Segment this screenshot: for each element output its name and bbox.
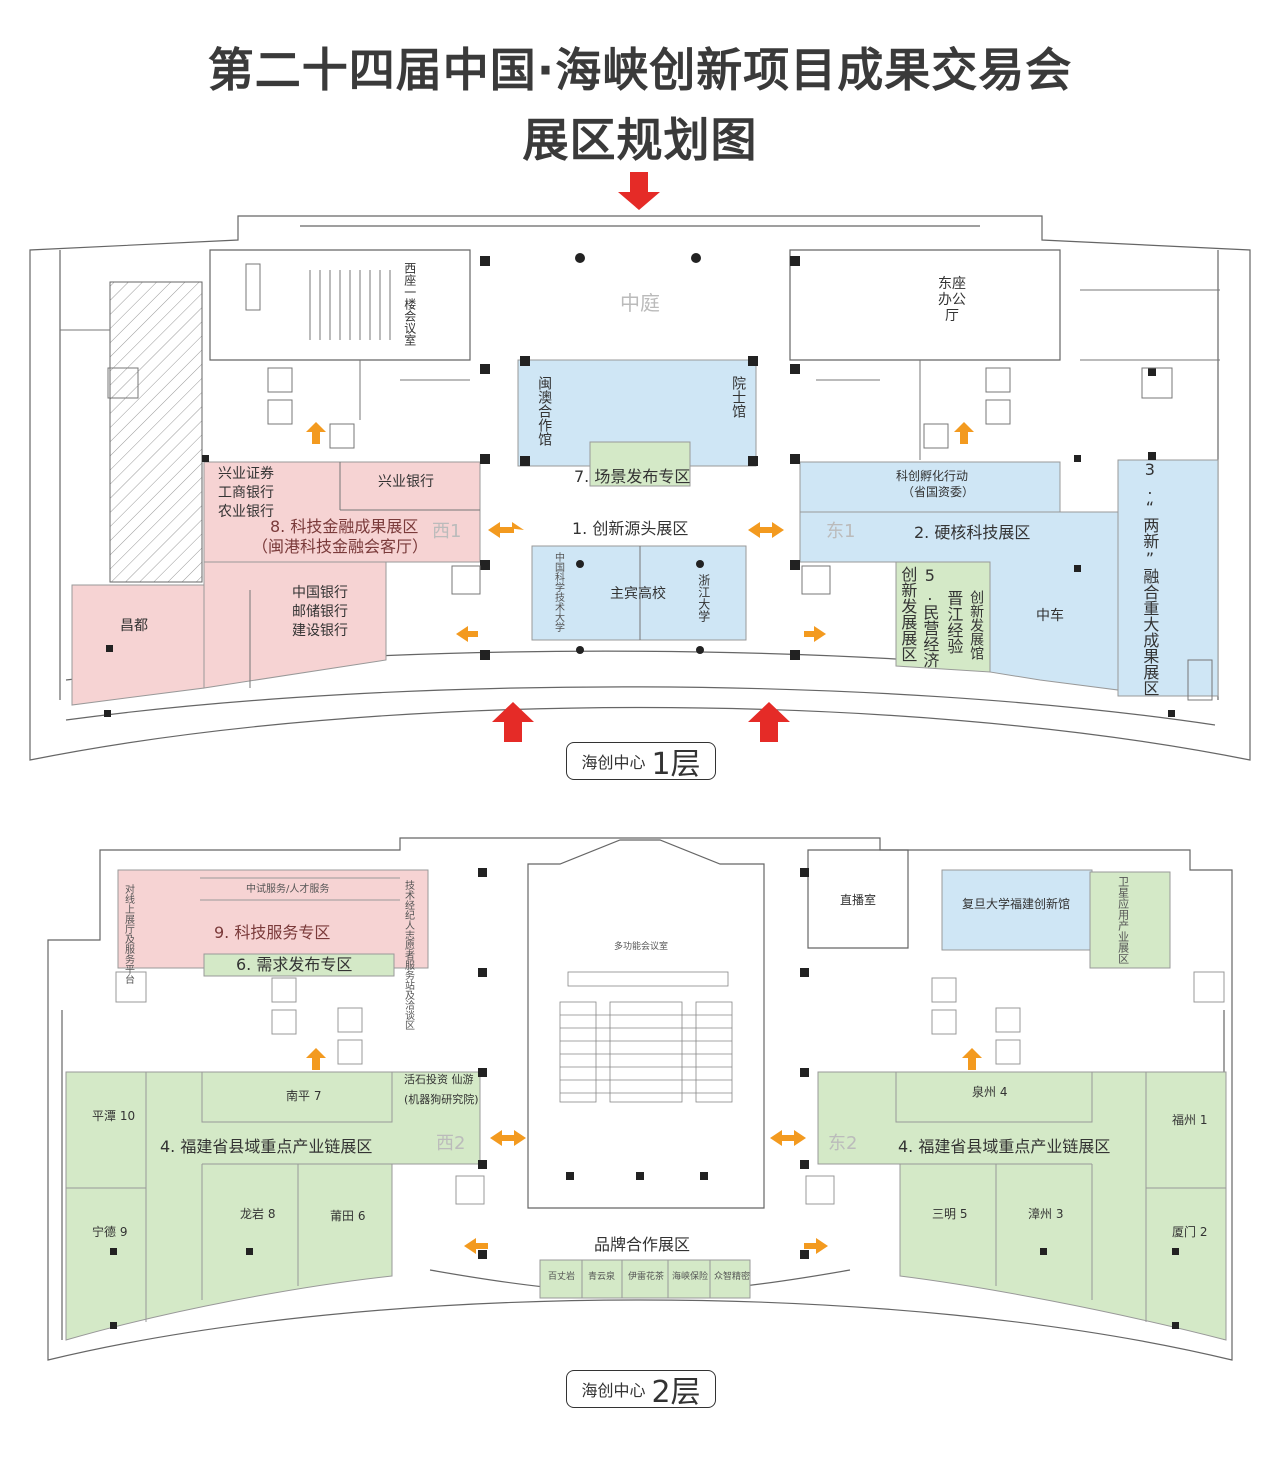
east-chain-zone-label: 4. 福建省县域重点产业链展区: [898, 1137, 1111, 1156]
brand-item-3: 伊雷花茶: [628, 1272, 665, 1282]
boc-label: 中国银行: [292, 585, 348, 601]
zone-pink-tech9: [117, 869, 429, 969]
ustc-label: 中国科学技术大学: [552, 552, 564, 632]
innovation-dev-zone-label: 创新发展展区: [898, 566, 918, 662]
zone-green-satellite: [1089, 871, 1171, 969]
multi-function-room-label: 多功能会议室: [614, 942, 669, 952]
huoshi-label: 活石投资 仙游: [404, 1073, 474, 1086]
floor2-badge: 海创中心 2层: [566, 1370, 716, 1410]
west-meeting-label: 西座一楼会议室: [402, 262, 417, 346]
zone-blue-fudan: [941, 869, 1093, 951]
zhangzhou-label: 漳州 3: [1028, 1207, 1064, 1221]
innovation-hall-label: 创新发展馆: [968, 590, 985, 660]
floor1-details: [60, 263, 1220, 701]
pingtan-label: 平潭 10: [92, 1109, 136, 1123]
zone-pink-xingye: [203, 461, 481, 563]
minnao-hall-label: 闽澳合作馆: [536, 376, 553, 446]
broker-station-label: 技术经纪人志愿者服务站及洽谈区: [402, 880, 414, 1030]
incubate-label: 科创孵化行动: [896, 469, 969, 483]
innovation-source-label: 1. 创新源头展区: [572, 519, 689, 538]
nanping-label: 南平 7: [286, 1089, 322, 1103]
west2-label: 西2: [436, 1133, 466, 1154]
longyan-label: 龙岩 8: [240, 1207, 276, 1221]
quanzhou-label: 泉州 4: [972, 1085, 1008, 1099]
floor1-badge: 海创中心 1层: [566, 742, 716, 782]
putian-label: 莆田 6: [330, 1209, 366, 1223]
academician-hall-label: 院士馆: [730, 376, 747, 418]
ccb-label: 建设银行: [292, 623, 348, 639]
incubate-sublabel: （省国资委）: [902, 485, 975, 499]
two-new-label: 3.“两新”融合重大成果展区: [1140, 460, 1160, 696]
zone-green-east2: [817, 1071, 1227, 1341]
brand-item-1: 百丈岩: [548, 1272, 576, 1282]
zone-green-west2: [65, 1071, 481, 1341]
west-chain-zone-label: 4. 福建省县域重点产业链展区: [160, 1137, 373, 1156]
zju-label: 浙江大学: [696, 574, 711, 622]
brand-zone-label: 品牌合作展区: [594, 1235, 691, 1254]
hardcore-tech-label: 2. 硬核科技展区: [914, 523, 1031, 542]
ningde-label: 宁德 9: [92, 1225, 128, 1239]
jinjiang-label: 晋江经验: [944, 590, 964, 654]
zone-blue-guest: [531, 545, 747, 641]
tech-service-zone-label: 9. 科技服务专区: [214, 923, 331, 942]
courtyard-label: 中庭: [620, 291, 660, 315]
zone-green-brand: [539, 1259, 751, 1299]
fintech-zone-label: 8. 科技金融成果展区: [270, 517, 419, 536]
demand-release-label: 6. 需求发布专区: [236, 955, 353, 974]
floor1-badge-prefix: 海创中心: [581, 753, 646, 772]
psbc-label: 邮储银行: [292, 604, 348, 620]
trial-service-label: 中试服务/人才服务: [246, 884, 330, 895]
brand-item-5: 众智精密: [714, 1272, 751, 1282]
seating-rows: [559, 971, 733, 1103]
guest-university-label: 主宾高校: [610, 586, 666, 602]
zone-pink-changdu: [71, 584, 205, 706]
live-room-label: 直播室: [840, 893, 877, 907]
title-line2: 展区规划图: [522, 113, 758, 167]
arrows-orange-floor2: [306, 1048, 982, 1254]
changdu-label: 昌都: [120, 618, 148, 634]
floor2-badge-floor: 2层: [651, 1375, 701, 1410]
fuzhou-label: 福州 1: [1172, 1113, 1208, 1127]
crrc-label: 中车: [1036, 608, 1064, 624]
scene-release-label: 7. 场景发布专区: [574, 467, 691, 486]
fudan-label: 复旦大学福建创新馆: [962, 897, 1071, 911]
cib-label: 兴业银行: [378, 474, 434, 490]
zone-blue-incubate: [799, 461, 1061, 513]
satellite-label: 卫星应用产业展区: [1116, 876, 1130, 964]
zone-green-demand6: [203, 953, 395, 977]
floor1-badge-floor: 1层: [651, 747, 701, 782]
pillars-floor2: [110, 868, 1179, 1329]
zone-blue-twonew: [1117, 459, 1219, 697]
fintech-zone-sublabel: （闽港科技金融会客厅）: [252, 537, 429, 556]
zone-green-scene: [589, 441, 691, 487]
brand-item-4: 海峡保险: [672, 1272, 709, 1282]
floor2-badge-prefix: 海创中心: [581, 1381, 646, 1400]
east-office-label: 东座办公厅: [938, 276, 966, 325]
huoshi-sublabel: (机器狗研究院): [404, 1093, 479, 1106]
xiamen-label: 厦门 2: [1172, 1225, 1208, 1239]
icbc-label: 工商银行: [218, 485, 274, 501]
arrows-orange-floor1: [306, 422, 974, 642]
east2-label: 东2: [828, 1133, 858, 1154]
arrows-red-floor1: [492, 172, 790, 742]
brand-item-2: 青云泉: [588, 1272, 616, 1282]
floor2-zone-lines: [66, 877, 1226, 1322]
hatched-area: [109, 281, 203, 583]
pillars-floor1: [104, 253, 1175, 717]
west1-label: 西1: [432, 521, 462, 542]
title-line1: 第二十四届中国·海峡创新项目成果交易会: [207, 43, 1073, 97]
xingye-securities-label: 兴业证券: [218, 466, 274, 482]
abc-label: 农业银行: [218, 504, 274, 520]
east1-label: 东1: [826, 521, 856, 542]
zone-green-private: [895, 561, 991, 673]
online-hall-label: 对线上展厅及服务平台: [122, 884, 134, 984]
sanming-label: 三明 5: [932, 1207, 968, 1221]
private-economy-label: 5.民营经济: [920, 566, 940, 668]
